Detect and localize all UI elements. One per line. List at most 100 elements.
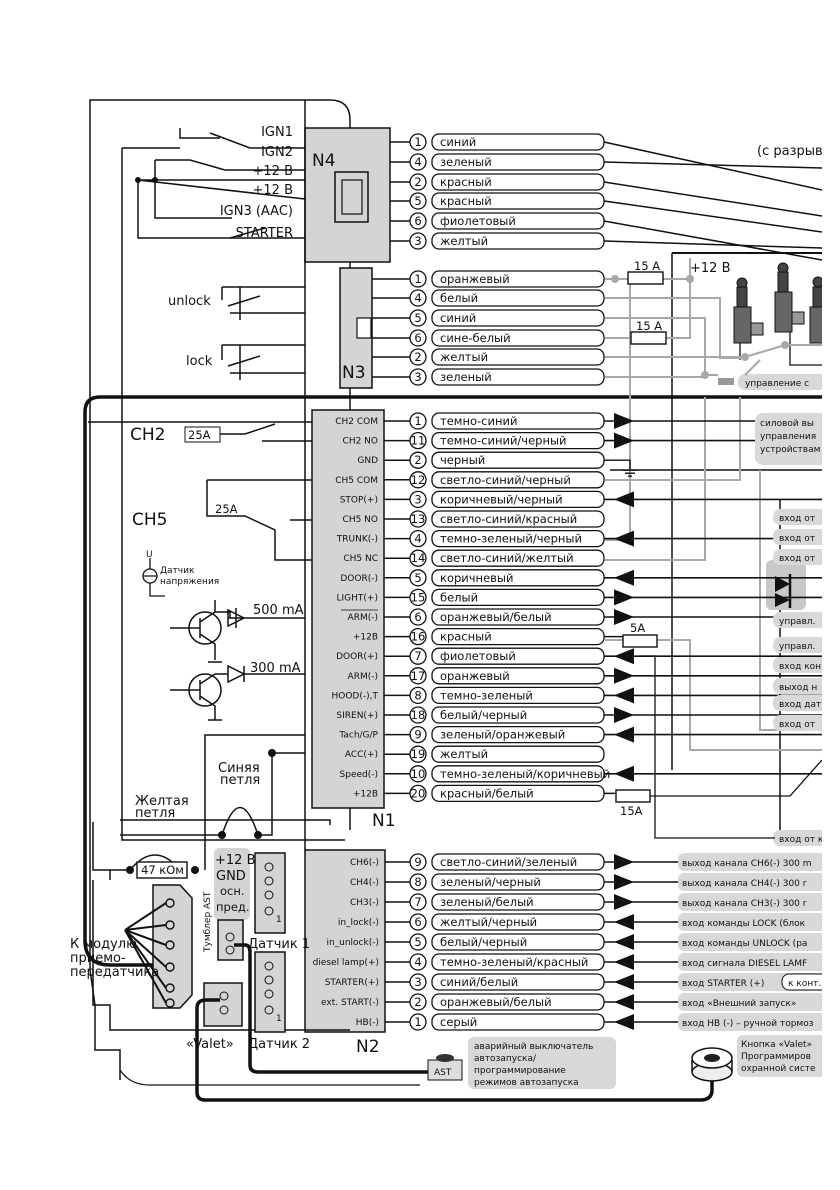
n4-output-wire — [603, 181, 822, 217]
wire-color-box — [431, 289, 605, 307]
pin-number-circle — [409, 153, 427, 171]
wire-color-label: белый — [440, 291, 478, 305]
pin-number: 6 — [414, 610, 421, 624]
n1-right-label-trunk: вход от — [773, 529, 822, 545]
n2-pin-description: выход канала CH4(-) 300 r — [682, 879, 807, 889]
blue-loop-dot — [254, 831, 262, 839]
label-bg — [773, 637, 822, 653]
n4-left-switches — [122, 128, 306, 239]
wire-color-label: белый — [440, 590, 478, 604]
valet-connector[interactable] — [203, 982, 243, 1027]
n4-title: N4 — [312, 151, 336, 171]
wire-color-label: оранжевый/белый — [440, 610, 552, 624]
valet-button-icon[interactable] — [691, 1047, 733, 1082]
pin-row: 6 фиолетовый — [390, 212, 605, 230]
wire-color-label: зеленый/черный — [440, 875, 541, 889]
transceiver-label-2: приемо- — [70, 951, 126, 966]
svg-text:устройствам: устройствам — [760, 445, 820, 455]
wire-color-label: оранжевый/белый — [440, 995, 552, 1009]
pin-number: 6 — [414, 214, 421, 228]
blue-loop-label-1: Синяя — [218, 761, 260, 776]
sensor-1-connector[interactable]: 1 — [254, 852, 286, 934]
arrow-in-icon — [614, 994, 634, 1010]
arrow-out-icon — [614, 707, 634, 723]
wire-color-label: светло-синий/черный — [440, 473, 571, 487]
arrow-in-icon — [614, 954, 634, 970]
pin-number: 4 — [414, 955, 421, 969]
pin-number: 8 — [414, 688, 421, 702]
top-note: (с разрыв — [757, 144, 823, 159]
wire-color-label: фиолетовый — [440, 214, 516, 228]
valet-note: Кнопка «Valet» Программиров охранной сис… — [737, 1035, 822, 1077]
n1-pin-function: SIREN(+) — [336, 711, 378, 721]
svg-text:GND: GND — [216, 869, 246, 884]
pin-number-circle — [409, 608, 427, 626]
sensor-2-connector[interactable]: 1 — [254, 951, 286, 1033]
ch5-label: CH5 — [132, 510, 167, 530]
voltage-sensor-icon — [142, 558, 165, 597]
n1-pin-function: +12B — [353, 789, 378, 799]
n2-pin-function: CH6(-) — [350, 858, 379, 868]
arrow-in-icon — [614, 491, 634, 508]
unit-outline — [89, 99, 351, 1080]
n4-left-label: IGN2 — [261, 145, 293, 160]
n3-fuses — [611, 271, 789, 379]
arrow-in-icon — [614, 726, 634, 743]
label-text: вход от — [779, 514, 815, 524]
transceiver-connector[interactable] — [124, 884, 193, 1009]
n2-pin-description: выход канала CH3(-) 300 r — [682, 899, 807, 909]
n1-title: N1 — [372, 811, 396, 831]
label-text: выход н — [779, 683, 817, 693]
wire-color-label: зеленый/белый — [440, 895, 534, 909]
pin-number-circle — [409, 627, 427, 646]
pin-number: 2 — [414, 175, 421, 189]
pin-number-circle — [409, 873, 427, 891]
n3-latch — [356, 317, 372, 339]
wire-color-label: сине-белый — [440, 331, 511, 345]
ch2-contact — [220, 423, 312, 442]
desc-bg — [678, 933, 822, 951]
n2-pin-function: HB(-) — [356, 1018, 379, 1028]
pin-number-circle — [409, 431, 427, 450]
voltage-sensor-label-2: напряжения — [160, 577, 219, 587]
arrow-out-icon — [614, 854, 634, 870]
wire-color-label: черный — [440, 453, 485, 467]
wire-color-label: красный — [440, 630, 492, 644]
label-text: управл. — [779, 617, 815, 627]
n2-pin-description: выход канала CH6(-) 300 m — [682, 859, 812, 869]
label-text: вход от — [779, 720, 815, 730]
arrow-out-icon — [614, 609, 634, 625]
ast-switch-connector[interactable] — [217, 919, 244, 961]
sensor-1-label: Датчик 1 — [248, 937, 310, 952]
n1-pin-function: CH5 NO — [343, 515, 378, 525]
pin-number: 17 — [411, 669, 426, 683]
pin-number: 19 — [411, 747, 426, 761]
pin-number: 8 — [414, 875, 421, 889]
n2-pin-description: вход «Внешний запуск» — [682, 999, 796, 1009]
pin-number: 6 — [414, 915, 421, 929]
svg-text:аварийный выключатель: аварийный выключатель — [474, 1042, 593, 1052]
svg-text:15A: 15A — [620, 804, 643, 818]
pin-number-circle — [409, 765, 427, 783]
pin-number-circle — [409, 451, 427, 469]
pin-number: 5 — [414, 311, 421, 325]
fuse-15a: 15A — [615, 789, 651, 818]
label-text: управл. — [779, 642, 815, 652]
n4-output-wire — [603, 220, 822, 261]
fuse-5a: 5A — [622, 621, 658, 648]
transceiver-label-3: передатчика — [70, 965, 159, 980]
n3-grey-wiring — [605, 258, 822, 751]
svg-text:1: 1 — [276, 915, 282, 925]
ast-switch-icon: AST — [427, 1054, 463, 1081]
label-text: вход кон — [779, 662, 821, 672]
label-bg — [773, 830, 822, 846]
pin-number: 15 — [411, 590, 426, 604]
